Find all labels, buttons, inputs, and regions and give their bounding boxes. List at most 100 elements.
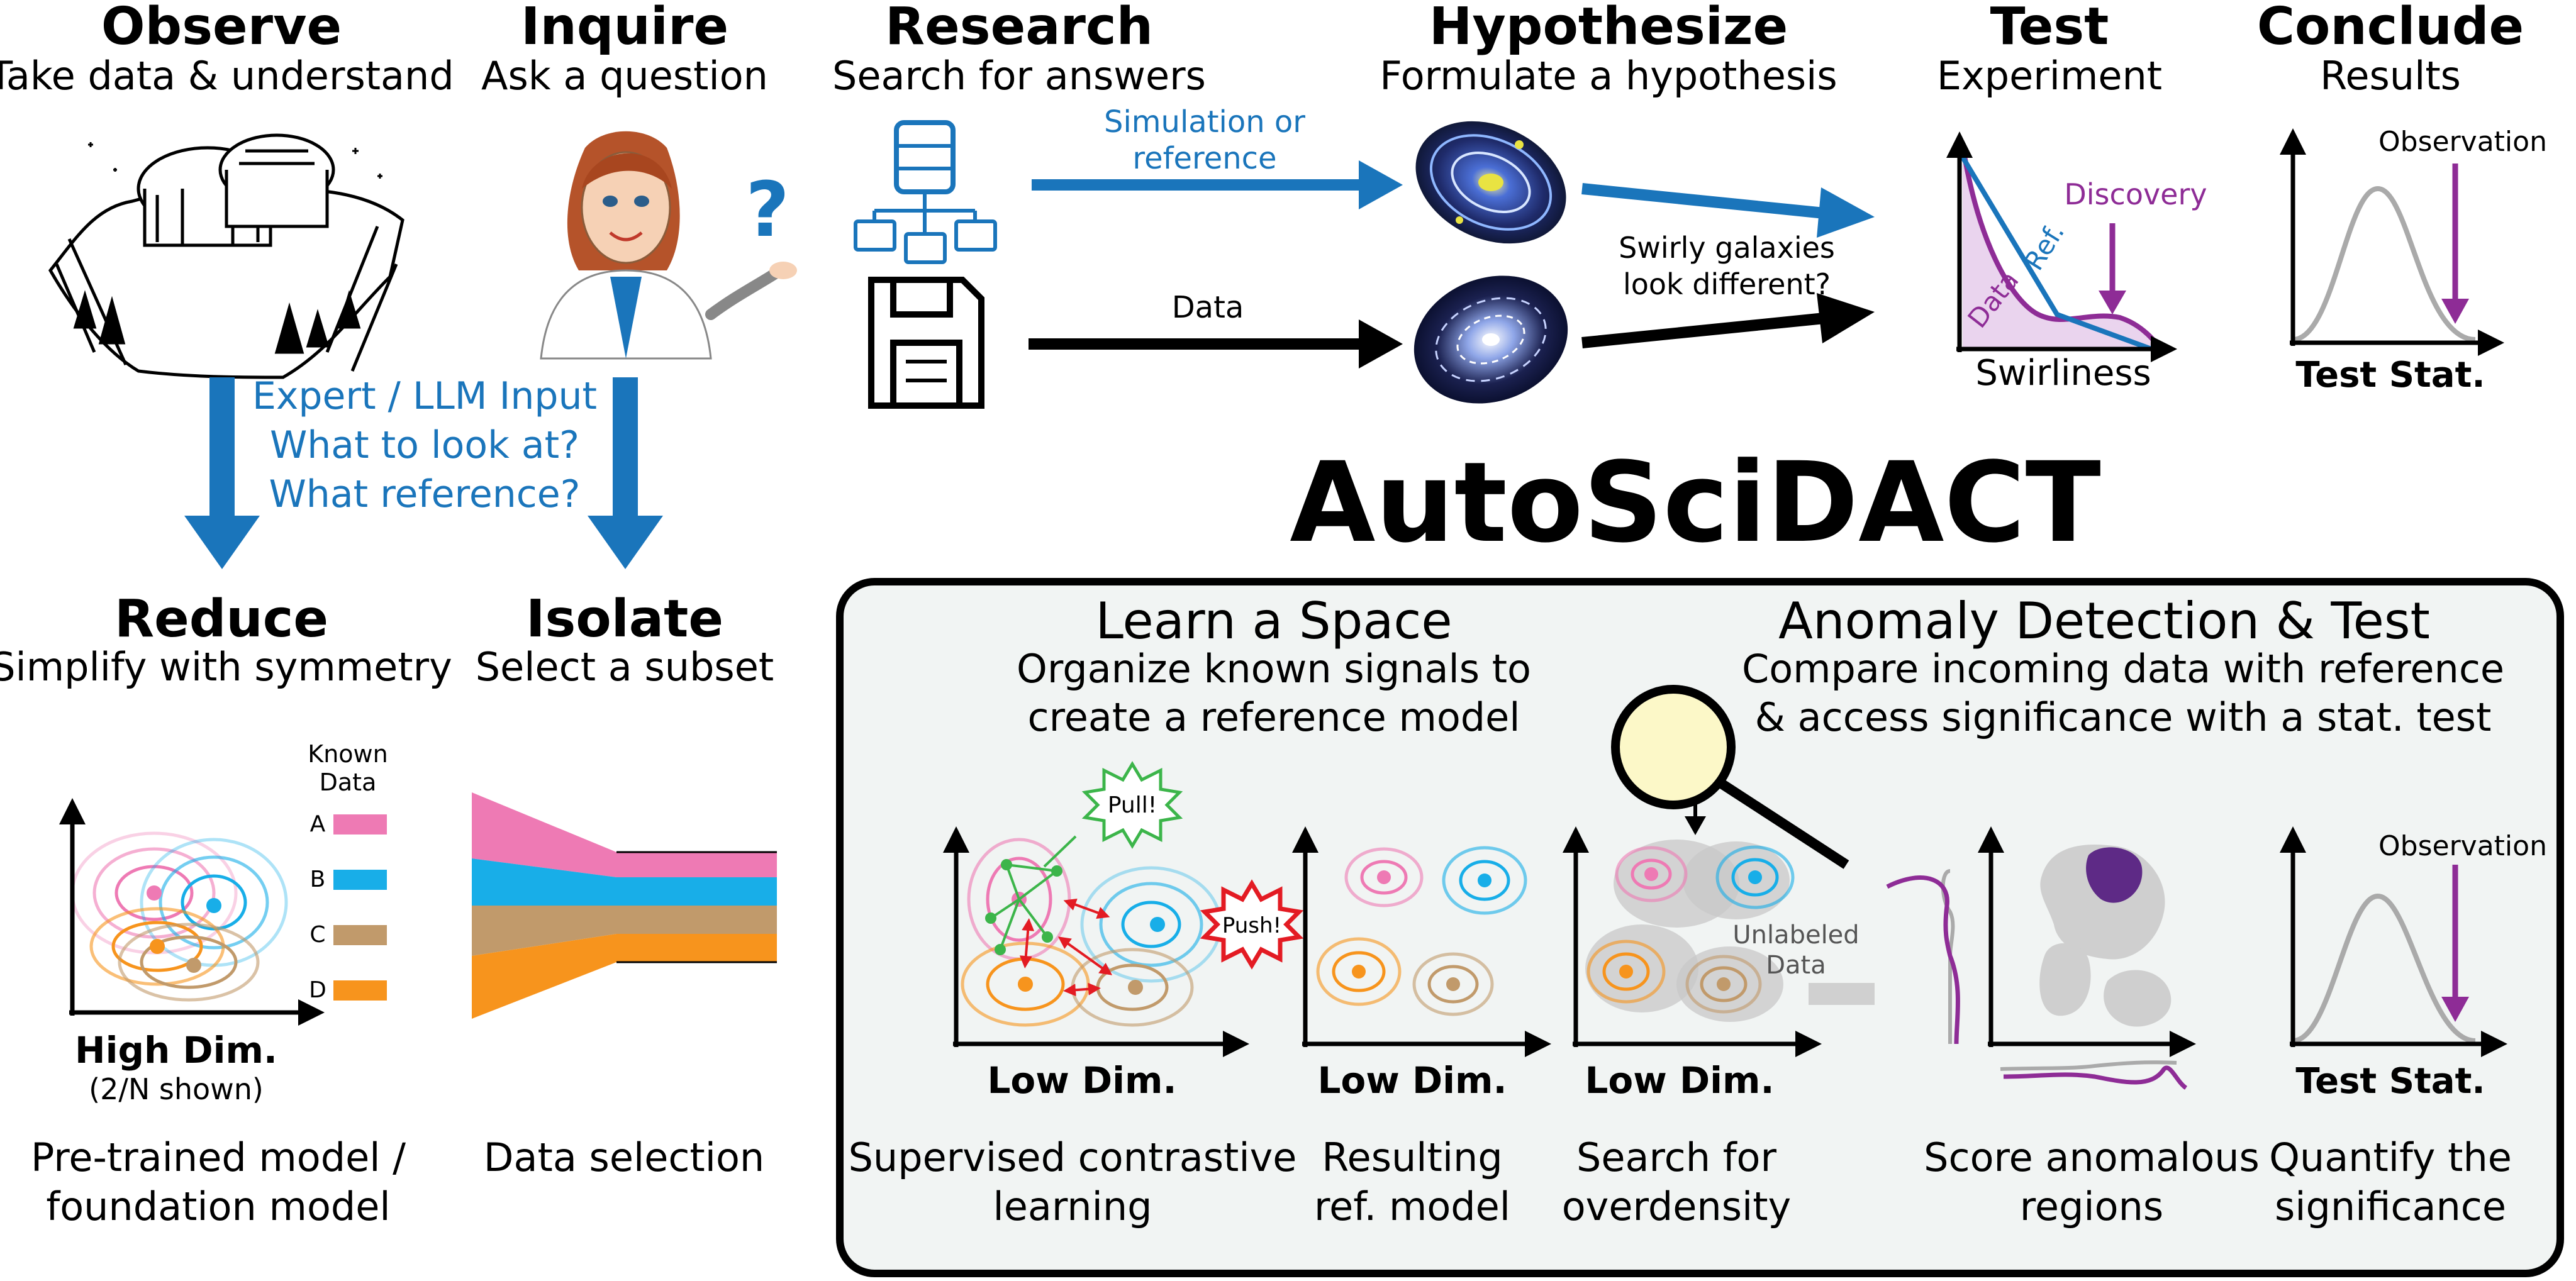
conclude-header: Conclude Results [2257, 0, 2524, 99]
expert-input-text: Expert / LLM Input What to look at? What… [252, 374, 597, 516]
low-dim-label-1: Low Dim. [987, 1059, 1176, 1102]
simulation-label-1: Simulation or [1104, 104, 1305, 140]
data-arrow [1029, 319, 1403, 369]
quantify-caption-2: significance [2275, 1184, 2506, 1229]
inquire-header: Inquire Ask a question [481, 0, 768, 99]
swirliness-axis-label: Swirliness [1975, 353, 2151, 394]
pull-label: Pull! [1108, 792, 1157, 818]
conclude-xlabel: Test Stat. [2295, 355, 2485, 396]
search-caption-2: overdensity [1562, 1184, 1792, 1229]
reduce-subtitle: Simplify with symmetry [0, 644, 452, 690]
scientist-illustration [540, 131, 797, 360]
pretrained-caption-1: Pre-trained model / [31, 1134, 406, 1180]
hypothesis-black-arrow [1581, 293, 1875, 348]
simulation-label-2: reference [1132, 141, 1276, 176]
data-arrow-label: Data [1172, 290, 1244, 325]
network-database-icon [854, 120, 997, 264]
conclude-subtitle: Results [2320, 53, 2461, 99]
conclude-plot [2280, 128, 2504, 356]
reduce-title: Reduce [114, 589, 328, 649]
reduce-contour-plot [59, 798, 325, 1026]
data-selection-caption: Data selection [484, 1134, 764, 1180]
inquire-down-arrow [588, 377, 663, 569]
quantify-caption-1: Quantify the [2269, 1134, 2512, 1180]
learn-space-subtitle-2: create a reference model [1027, 694, 1520, 740]
inquire-subtitle: Ask a question [481, 53, 768, 99]
score-caption-1: Score anomalous [1924, 1134, 2260, 1180]
learn-space-subtitle-1: Organize known signals to [1017, 646, 1531, 692]
contrastive-plot [943, 826, 1249, 1057]
push-burst [1200, 879, 1304, 970]
learn-space-title: Learn a Space [1095, 592, 1452, 650]
pretrained-caption-2: foundation model [46, 1184, 390, 1229]
data-selection-funnel [472, 792, 777, 1019]
research-header: Research Search for answers [832, 0, 1206, 99]
resulting-caption-2: ref. model [1314, 1184, 1510, 1229]
conclude-observation-label: Observation [2378, 126, 2547, 158]
supervised-caption-2: learning [993, 1184, 1152, 1229]
known-data-legend: A B C D [309, 811, 387, 1003]
legend-swatch-a [333, 814, 387, 835]
reduce-header: Reduce Simplify with symmetry [0, 589, 452, 690]
pull-burst [1081, 761, 1183, 849]
observed-galaxy-image [1413, 275, 1568, 404]
search-caption-1: Search for [1576, 1134, 1776, 1180]
simulation-arrow [1032, 160, 1403, 209]
low-dim-label-2: Low Dim. [1317, 1059, 1507, 1102]
inquire-title: Inquire [521, 0, 728, 57]
main-title: AutoSciDACT [1290, 438, 2101, 567]
hypothesize-subtitle: Formulate a hypothesis [1380, 53, 1837, 99]
isolate-header: Isolate Select a subset [476, 589, 774, 690]
research-subtitle: Search for answers [832, 53, 1206, 99]
expert-input-line-1: Expert / LLM Input [252, 374, 597, 418]
hypothesis-blue-arrow [1581, 183, 1875, 238]
anomaly-subtitle-2: & access significance with a stat. test [1755, 694, 2492, 740]
resulting-caption-1: Resulting [1322, 1134, 1502, 1180]
legend-swatch-c [333, 925, 387, 945]
hypothesis-label-2: look different? [1623, 267, 1831, 301]
isolate-title: Isolate [526, 589, 723, 649]
hypothesize-title: Hypothesize [1429, 0, 1788, 57]
anomaly-score-plot [1886, 826, 2196, 1090]
legend-label-a: A [310, 811, 326, 837]
observe-subtitle: Take data & understand [0, 53, 454, 99]
high-dim-sublabel: (2/N shown) [89, 1072, 264, 1106]
test-header: Test Experiment [1937, 0, 2162, 99]
push-label: Push! [1222, 913, 1281, 938]
research-title: Research [885, 0, 1153, 57]
unlabeled-label-2: Data [1766, 951, 1826, 980]
simulated-galaxy-image [1415, 121, 1566, 244]
known-data-title-2: Data [320, 768, 377, 796]
legend-label-c: C [309, 922, 325, 948]
conclude-title: Conclude [2257, 0, 2524, 57]
hypothesis-label-1: Swirly galaxies [1619, 231, 1835, 265]
test-title: Test [1990, 0, 2109, 57]
unlabeled-label-1: Unlabeled [1732, 921, 1859, 950]
observatory-illustration [48, 133, 404, 379]
floppy-disk-icon [868, 277, 984, 409]
observe-down-arrow [184, 377, 260, 569]
unlabeled-data-swatch [1809, 983, 1875, 1005]
isolate-subtitle: Select a subset [476, 644, 774, 690]
discovery-label: Discovery [2064, 177, 2207, 211]
supervised-caption-1: Supervised contrastive [849, 1134, 1297, 1180]
test-plot [1946, 131, 2177, 362]
magnifying-glass-icon [1611, 685, 1849, 869]
anomaly-title: Anomaly Detection & Test [1778, 592, 2430, 650]
reference-model-plot [1292, 826, 1551, 1057]
question-mark-icon: ? [745, 167, 789, 254]
legend-label-b: B [310, 867, 326, 892]
legend-swatch-b [333, 870, 387, 890]
observe-header: Observe Take data & understand [0, 0, 454, 99]
legend-swatch-d [333, 980, 387, 1001]
observe-title: Observe [101, 0, 342, 57]
autoscidact-panel [836, 578, 2564, 1277]
hypothesize-header: Hypothesize Formulate a hypothesis [1380, 0, 1837, 99]
significance-plot [2280, 826, 2507, 1057]
anomaly-subtitle-1: Compare incoming data with reference [1742, 646, 2504, 692]
high-dim-label: High Dim. [75, 1029, 277, 1072]
significance-observation-label: Observation [2378, 830, 2547, 862]
expert-input-line-3: What reference? [269, 472, 580, 516]
score-caption-2: regions [2020, 1184, 2163, 1229]
